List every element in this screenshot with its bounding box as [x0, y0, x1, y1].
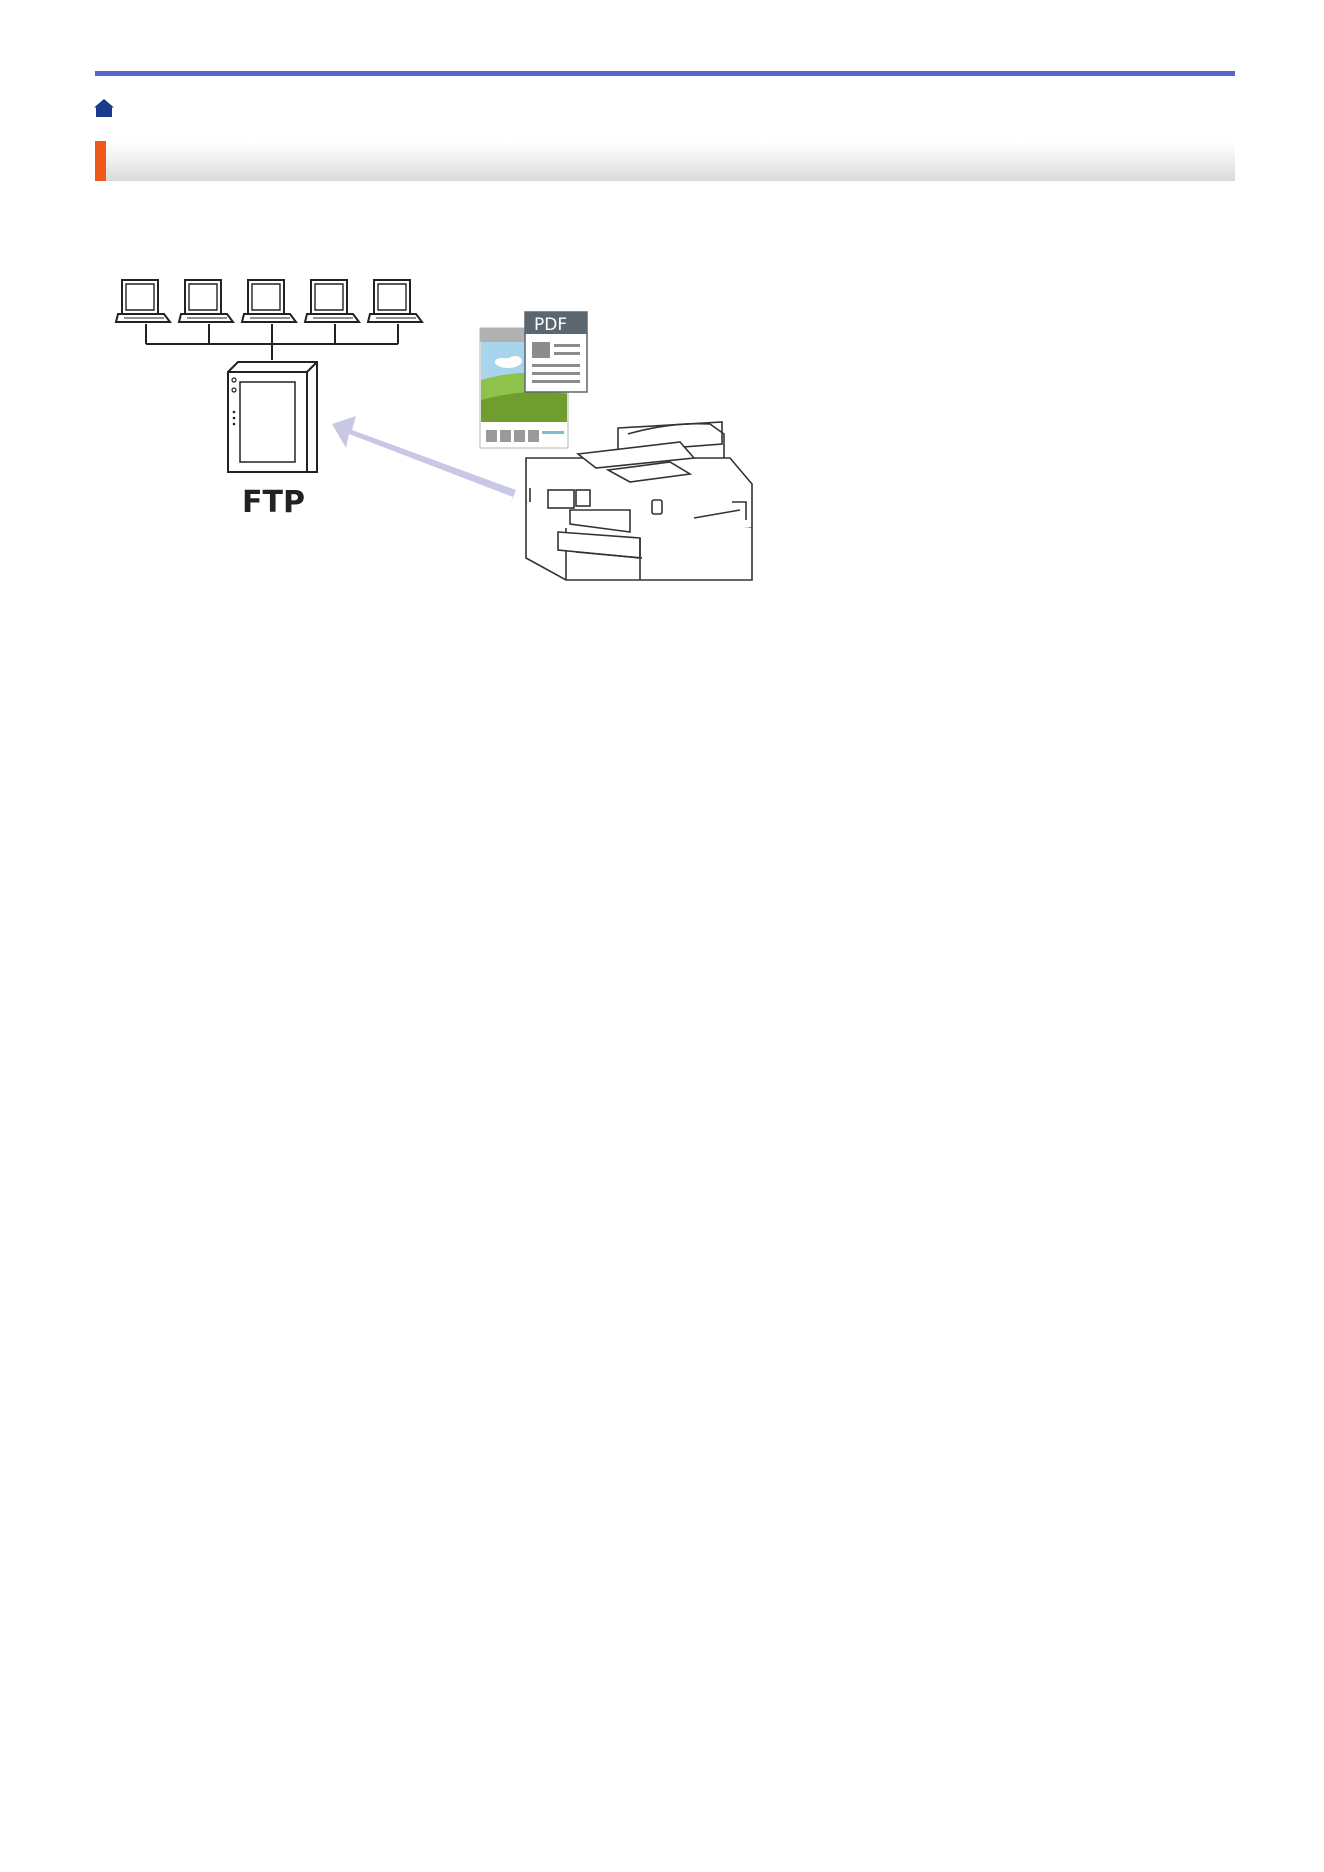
laptop-icon [368, 280, 422, 322]
section-header [95, 141, 1235, 181]
network-connector [146, 324, 398, 360]
pdf-label: PDF [534, 315, 567, 335]
top-rule [95, 71, 1235, 76]
laptop-icon [116, 280, 170, 322]
home-icon [93, 98, 115, 118]
laptop-icon [179, 280, 233, 322]
laptop-icon [305, 280, 359, 322]
server-icon [228, 362, 317, 472]
scan-to-ftp-illustration: FTP PD [110, 262, 770, 602]
ftp-label: FTP [242, 485, 305, 520]
laptop-icon [242, 280, 296, 322]
home-link[interactable] [93, 98, 115, 118]
section-accent-bar [95, 141, 106, 181]
